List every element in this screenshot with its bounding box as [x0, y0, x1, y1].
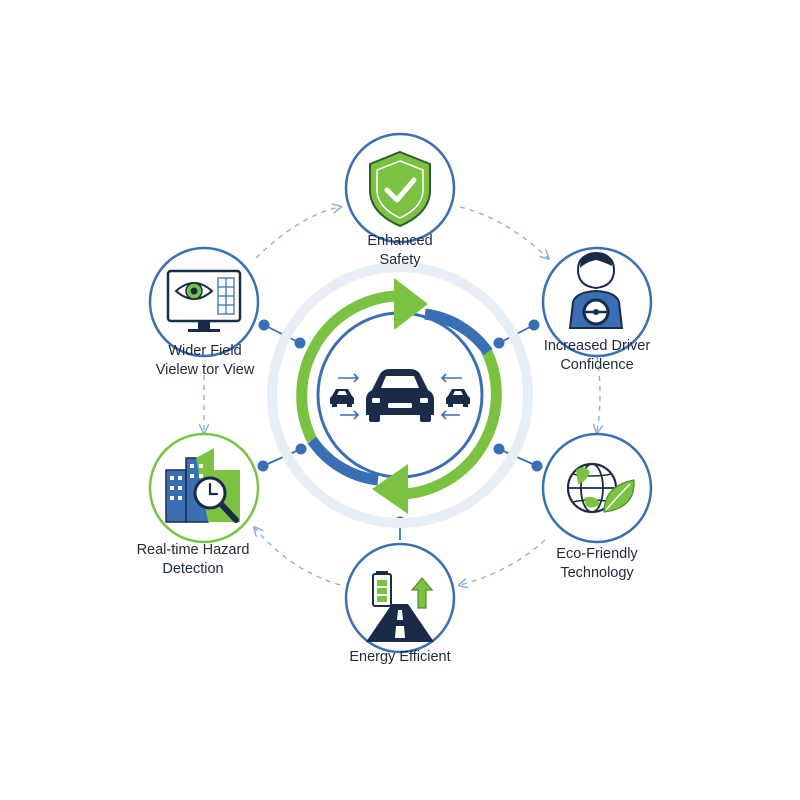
dot-eco-inner — [493, 443, 505, 455]
dot-confidence-outer — [528, 319, 540, 331]
ring-energy-efficient — [344, 542, 456, 654]
green-arrowhead-top — [394, 278, 428, 330]
label-line: Confidence — [560, 357, 634, 373]
dot-wider-inner — [294, 337, 306, 349]
connector-wider-to-safety — [255, 207, 340, 259]
label-line: Energy Efficient — [349, 649, 451, 665]
label-line: Increased Driver — [543, 338, 651, 354]
center-cycle — [267, 262, 533, 528]
node-label-enhanced-safety: Enhanced Safety — [305, 232, 495, 270]
node-label-eco-friendly-technology: Eco-Friendly Technology — [502, 545, 692, 583]
node-label-real-time-hazard-detection: Real-time Hazard Detection — [98, 541, 288, 579]
connector-safety-to-confidence — [459, 206, 548, 258]
city-magnifier-clock-icon — [165, 448, 240, 523]
dot-confidence-inner — [493, 337, 505, 349]
spoke-hazard — [262, 448, 302, 467]
spoke-eco — [498, 448, 538, 467]
driver-wheel-icon — [568, 252, 624, 329]
label-line: Safety — [379, 252, 421, 268]
label-line: Eco-Friendly — [556, 546, 638, 562]
label-line: Detection — [162, 561, 224, 577]
monitor-eye-icon — [166, 269, 242, 332]
car-icon — [366, 369, 434, 422]
dot-eco-outer — [531, 460, 543, 472]
green-arc-right — [404, 347, 502, 500]
globe-leaf-icon — [566, 462, 635, 514]
blue-arc-top — [424, 308, 493, 356]
label-line: Technology — [560, 565, 634, 581]
connector-energy-to-hazard — [255, 528, 341, 586]
dot-wider-outer — [258, 319, 270, 331]
green-arrowhead-bottom — [372, 464, 408, 514]
battery-road-icon — [366, 571, 434, 642]
node-label-energy-efficient: Energy Efficient — [305, 648, 495, 667]
node-label-increased-driver-confidence: Increased Driver Confidence — [502, 337, 692, 375]
green-arc-left — [296, 290, 396, 443]
center-halo — [267, 262, 533, 528]
label-line: Real-time Hazard — [136, 542, 250, 558]
label-line: Enhanced — [367, 233, 433, 249]
label-line: Vielew tor View — [155, 362, 255, 378]
label-line: Wider Field — [168, 343, 242, 359]
dot-hazard-outer — [257, 460, 269, 472]
side-car-right-icon — [446, 389, 470, 407]
dot-hazard-inner — [295, 443, 307, 455]
outer-flow-connectors — [204, 207, 600, 585]
side-car-left-icon — [330, 389, 354, 407]
side-arrows-icon — [338, 373, 462, 420]
shield-check-icon — [369, 150, 431, 228]
node-label-wider-field-view: Wider Field Vielew tor View — [110, 342, 300, 380]
blue-arc-bottom — [307, 436, 379, 486]
